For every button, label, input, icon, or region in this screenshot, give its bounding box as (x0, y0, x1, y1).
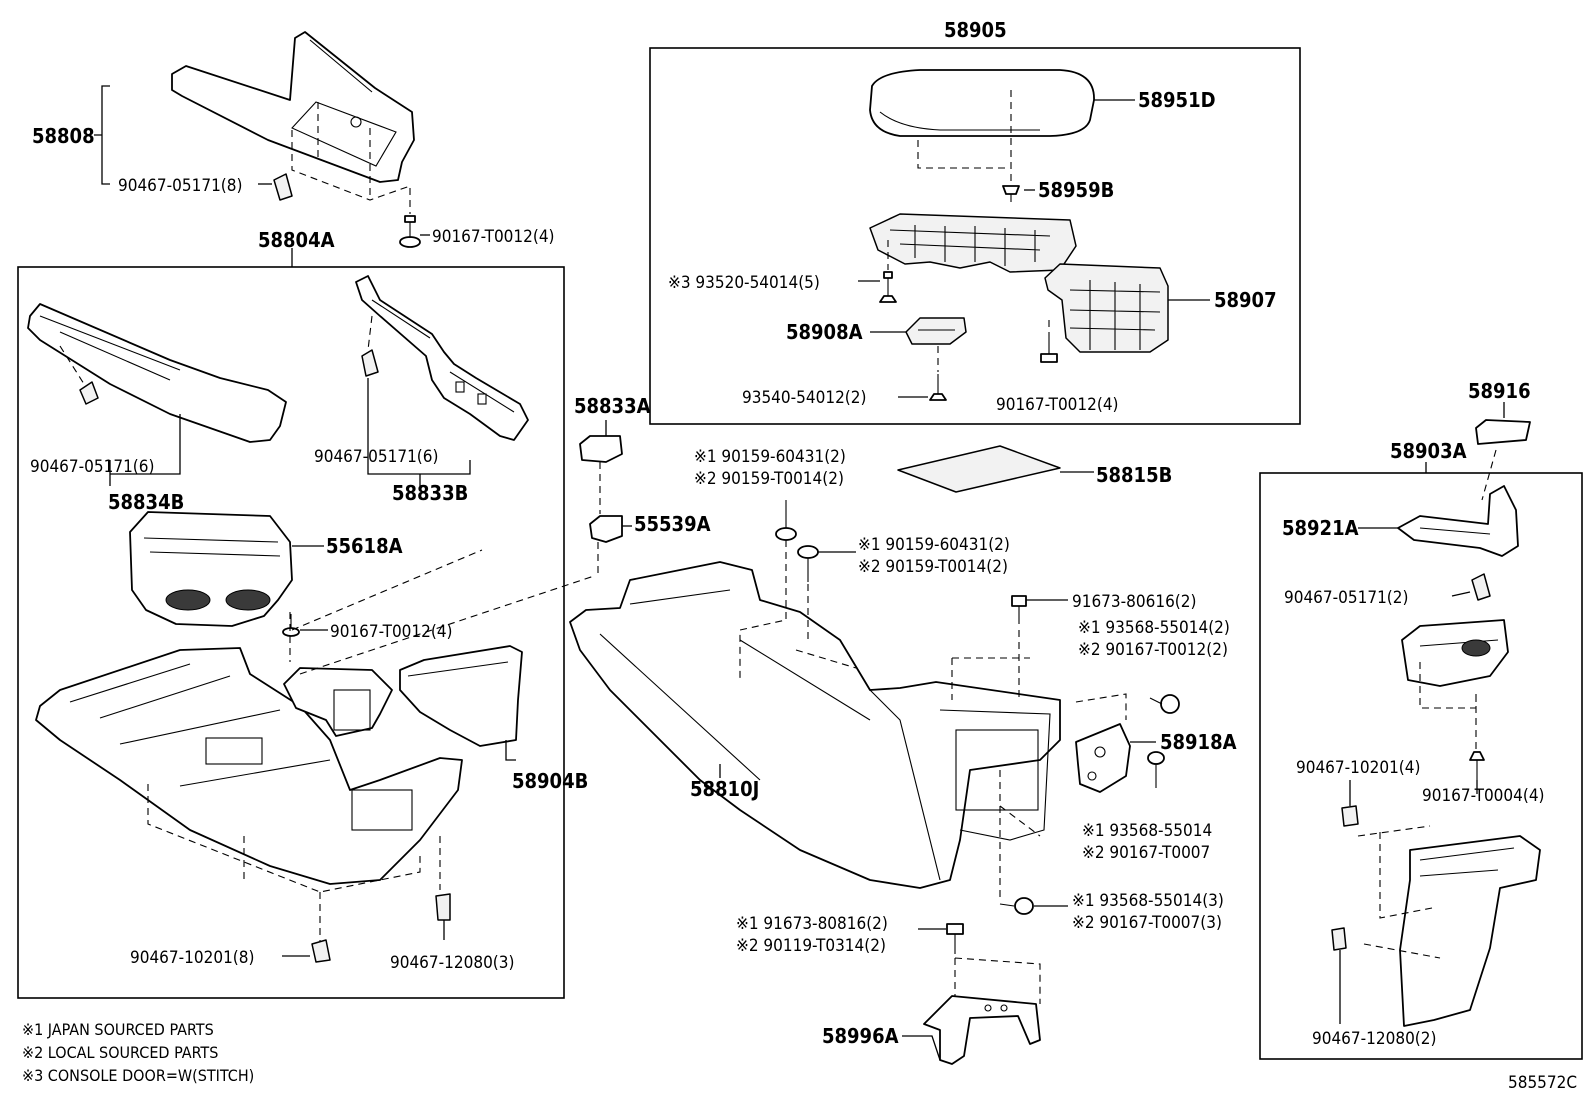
screw-93520 (879, 271, 897, 303)
right-rail-part (355, 275, 529, 441)
clip-90467-12080-2 (1331, 927, 1347, 951)
label-90167-t0012-top: 90167-T0012(4) (432, 227, 555, 247)
bolt-93568-a (1149, 694, 1180, 714)
label-58903A: 58903A (1390, 439, 1467, 463)
pocket-part (1401, 619, 1509, 687)
label-58951D: 58951D (1138, 88, 1216, 112)
bolt-90159-b (797, 545, 819, 582)
label-58908A: 58908A (786, 320, 863, 344)
console-body-58804A-part (35, 647, 463, 885)
label-93568-c1: ※1 93568-55014(3) (1072, 891, 1224, 911)
label-58808: 58808 (32, 124, 95, 148)
label-55539A: 55539A (634, 512, 711, 536)
bolt-90167-mid (282, 614, 300, 637)
label-58921A: 58921A (1282, 516, 1359, 540)
armrest-assembly-box (649, 47, 1301, 425)
trim-58916-part (1475, 419, 1531, 445)
clip-90467-rail (361, 349, 379, 377)
label-90467-05171-2: 90467-05171(2) (1284, 588, 1408, 608)
label-90159-a2: ※2 90159-T0014(2) (694, 469, 844, 489)
clip-90467-05171-2 (1471, 573, 1491, 601)
armrest-base-part (869, 213, 1077, 273)
switch-58833A-part (579, 435, 623, 463)
label-58833B: 58833B (392, 481, 468, 505)
screw-90167-T0004 (1469, 751, 1485, 780)
label-93568-b1: ※1 93568-55014 (1082, 821, 1212, 841)
clip-90467-10201-4 (1341, 805, 1359, 827)
label-90167-t0012-mid: 90167-T0012(4) (330, 622, 453, 642)
screw-58959B (1002, 185, 1020, 202)
label-93520-54014: ※3 93520-54014(5) (668, 273, 820, 293)
clip-90467-left (79, 381, 99, 405)
pad-58815B-part (897, 445, 1061, 493)
label-58996A: 58996A (822, 1024, 899, 1048)
screw-93540 (929, 374, 947, 401)
bolt-93568-b (1147, 751, 1165, 788)
console-box-hinge-part (1044, 263, 1169, 353)
label-90467-10201-4: 90467-10201(4) (1296, 758, 1420, 778)
label-58959B: 58959B (1038, 178, 1114, 202)
clip-90467-top (273, 173, 293, 201)
console-body-58810J-part (569, 561, 1061, 889)
label-90167-t0012-box: 90167-T0012(4) (996, 395, 1119, 415)
label-58833A: 58833A (574, 394, 651, 418)
label-58918A: 58918A (1160, 730, 1237, 754)
label-58916: 58916 (1468, 379, 1531, 403)
label-93568-a1: ※1 93568-55014(2) (1078, 618, 1230, 638)
note-console-door: ※3 CONSOLE DOOR=W(STITCH) (22, 1066, 254, 1085)
label-93540-54012: 93540-54012(2) (742, 388, 866, 408)
cupholder-55618A-part (129, 511, 293, 627)
label-90467-05171-6a: 90467-05171(6) (30, 457, 154, 477)
label-90159-b2: ※2 90159-T0014(2) (858, 557, 1008, 577)
label-90159-b1: ※1 90159-60431(2) (858, 535, 1010, 555)
label-90467-10201-8: 90467-10201(8) (130, 948, 254, 968)
note-japan-sourced: ※1 JAPAN SOURCED PARTS (22, 1020, 214, 1039)
bolt-93568-c (999, 897, 1034, 915)
label-58834B: 58834B (108, 490, 184, 514)
switch-55539A-part (589, 515, 623, 543)
bolt-90167-box (1040, 336, 1058, 363)
note-local-sourced: ※2 LOCAL SOURCED PARTS (22, 1043, 218, 1062)
label-90467-05171-6b: 90467-05171(6) (314, 447, 438, 467)
left-side-panel-part (27, 303, 287, 443)
bezel-58921A-part (1397, 485, 1519, 557)
diagram-reference-number: 585572C (1508, 1073, 1577, 1093)
bolt-91673-80616 (1011, 595, 1027, 624)
label-90167-t0004: 90167-T0004(4) (1422, 786, 1545, 806)
bolt-91673-80816 (946, 923, 964, 954)
label-90467-12080-2: 90467-12080(2) (1312, 1029, 1436, 1049)
label-58815B: 58815B (1096, 463, 1172, 487)
label-91673-80816: ※1 91673-80816(2) (736, 914, 888, 934)
label-90159-a1: ※1 90159-60431(2) (694, 447, 846, 467)
label-58904B: 58904B (512, 769, 588, 793)
armrest-lid-part (869, 69, 1095, 137)
label-58905: 58905 (944, 18, 1007, 42)
label-90167-b2: ※2 90167-T0007 (1082, 843, 1210, 863)
label-55618A: 55618A (326, 534, 403, 558)
small-tray-part (283, 667, 393, 737)
label-58810J: 58810J (690, 777, 759, 801)
bolt-90159-a (775, 500, 797, 541)
label-90467-12080-3: 90467-12080(3) (390, 953, 514, 973)
label-58804A: 58804A (258, 228, 335, 252)
label-90167-c2: ※2 90167-T0007(3) (1072, 913, 1222, 933)
bracket-58918A-part (1075, 723, 1131, 793)
latch-part (905, 317, 967, 345)
label-90167-a2: ※2 90167-T0012(2) (1078, 640, 1228, 660)
label-58907: 58907 (1214, 288, 1277, 312)
console-box-assembly-box (17, 266, 565, 999)
label-90119-t0314: ※2 90119-T0314(2) (736, 936, 886, 956)
lower-panel-part (1399, 835, 1541, 1027)
pocket-58904B-part (399, 645, 523, 747)
label-90467-05171-8: 90467-05171(8) (118, 176, 242, 196)
bracket-58996A-part (923, 995, 1041, 1065)
clip-90467-10201-8 (311, 939, 331, 963)
bolt-90167-top (399, 215, 421, 248)
clip-90467-12080-3 (435, 893, 451, 921)
shift-bezel-part (171, 31, 415, 183)
rear-console-box (1259, 472, 1583, 1060)
label-91673-80616: 91673-80616(2) (1072, 592, 1196, 612)
